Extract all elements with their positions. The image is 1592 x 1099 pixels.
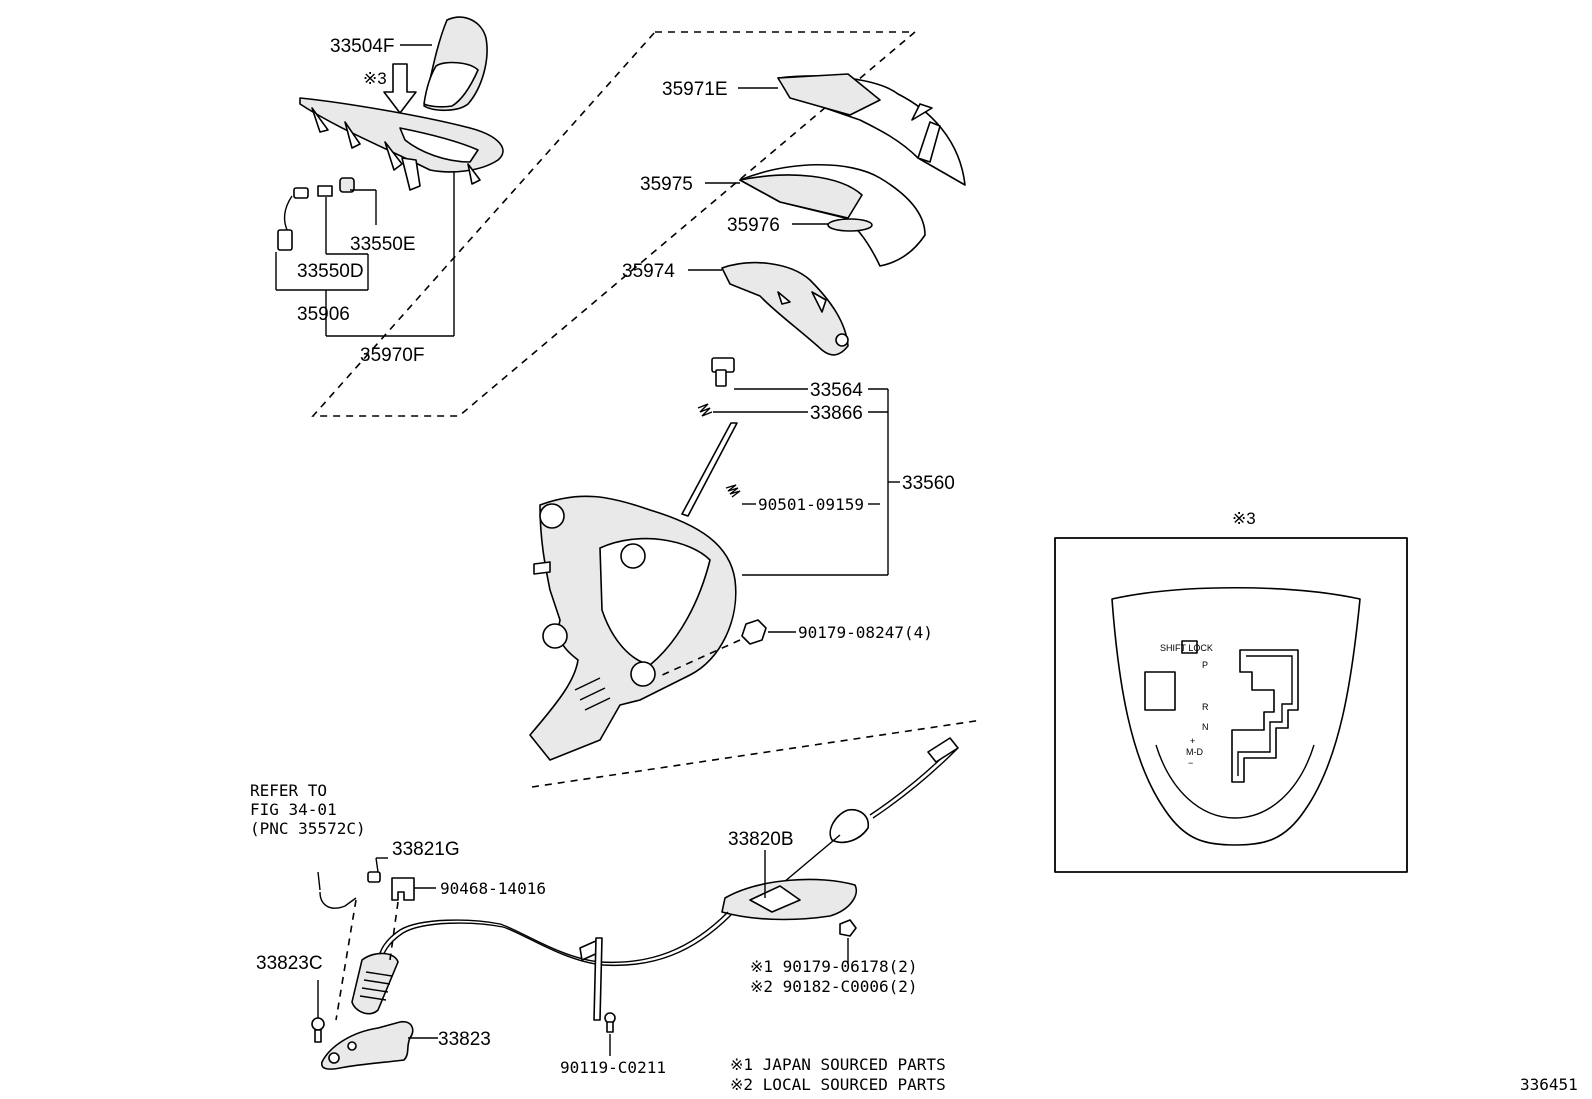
shift-knob — [423, 16, 488, 112]
label-35970F: 35970F — [360, 345, 424, 366]
cable-guide-line-2 — [389, 901, 399, 961]
shift-rod — [681, 422, 738, 517]
label-33823: 33823 — [438, 1029, 491, 1050]
label-note1-part: ※1 90179-06178(2) — [750, 957, 918, 976]
inset-shift-gate — [1054, 537, 1408, 873]
shift-bezel-35970F — [299, 97, 504, 191]
gate-r: R — [1202, 702, 1209, 712]
label-35976: 35976 — [727, 215, 780, 236]
gate-n: N — [1202, 722, 1209, 732]
nut-90179-06178 — [839, 919, 857, 937]
label-90501-09159: 90501-09159 — [758, 495, 864, 514]
label-90119-C0211: 90119-C0211 — [560, 1058, 666, 1077]
clip-33821G — [319, 871, 415, 909]
lever-group-outline — [531, 719, 983, 788]
nut-90179-08247 — [741, 619, 767, 645]
label-35906: 35906 — [297, 304, 350, 325]
panel-35975 — [739, 163, 926, 267]
shift-cable-33820B — [351, 737, 959, 1021]
gate-shift-lock-label: SHIFT LOCK — [1160, 643, 1213, 653]
bolt-90119-C0211 — [604, 1012, 616, 1033]
label-33550D: 33550D — [297, 261, 364, 282]
label-90179-08247: 90179-08247(4) — [798, 623, 933, 642]
gate-minus: − — [1188, 758, 1193, 768]
panel-35974 — [721, 261, 849, 356]
panel-35971E — [777, 73, 966, 186]
spring-33866 — [697, 403, 713, 417]
figure-id: 336451 — [1520, 1075, 1578, 1094]
label-note2-part: ※2 90182-C0006(2) — [750, 977, 918, 996]
label-35971E: 35971E — [662, 79, 728, 100]
label-33560: 33560 — [902, 473, 955, 494]
label-35975: 35975 — [640, 174, 693, 195]
label-refer-line1: REFER TO — [250, 781, 327, 800]
gate-p: P — [1202, 660, 1208, 670]
bolt-33823C — [311, 1017, 325, 1043]
knob-group-outline — [311, 31, 918, 417]
inset-title: ※3 — [1232, 509, 1256, 528]
pin-33564 — [711, 357, 735, 387]
legend-japan-sourced: ※1 JAPAN SOURCED PARTS — [730, 1055, 946, 1074]
label-90468-14016: 90468-14016 — [440, 879, 546, 898]
label-33550E: 33550E — [350, 234, 416, 255]
label-mark3-top: ※3 — [363, 69, 387, 88]
label-33504F: 33504F — [330, 36, 394, 57]
lever-leaders — [713, 388, 900, 633]
shift-lever-housing — [529, 495, 737, 761]
spring-90501 — [725, 484, 741, 498]
label-33866: 33866 — [810, 403, 863, 424]
label-refer-line2: FIG 34-01 — [250, 800, 337, 819]
label-33821G: 33821G — [392, 839, 460, 860]
badge-35976 — [827, 218, 873, 232]
gate-plus: + — [1190, 736, 1195, 746]
label-35974: 35974 — [622, 261, 675, 282]
label-33564: 33564 — [810, 380, 863, 401]
down-arrow-icon — [383, 63, 417, 114]
gate-d: M-D — [1186, 747, 1203, 757]
legend-local-sourced: ※2 LOCAL SOURCED PARTS — [730, 1075, 946, 1094]
cable-leaders — [317, 850, 849, 1056]
nut-guide-line — [659, 639, 741, 677]
bracket-33823 — [320, 1020, 414, 1070]
bulb-socket-wire — [277, 177, 355, 251]
label-33823C: 33823C — [256, 953, 323, 974]
label-33820B: 33820B — [728, 829, 794, 850]
knob-leaders — [275, 44, 455, 337]
label-refer-line3: (PNC 35572C) — [250, 819, 366, 838]
